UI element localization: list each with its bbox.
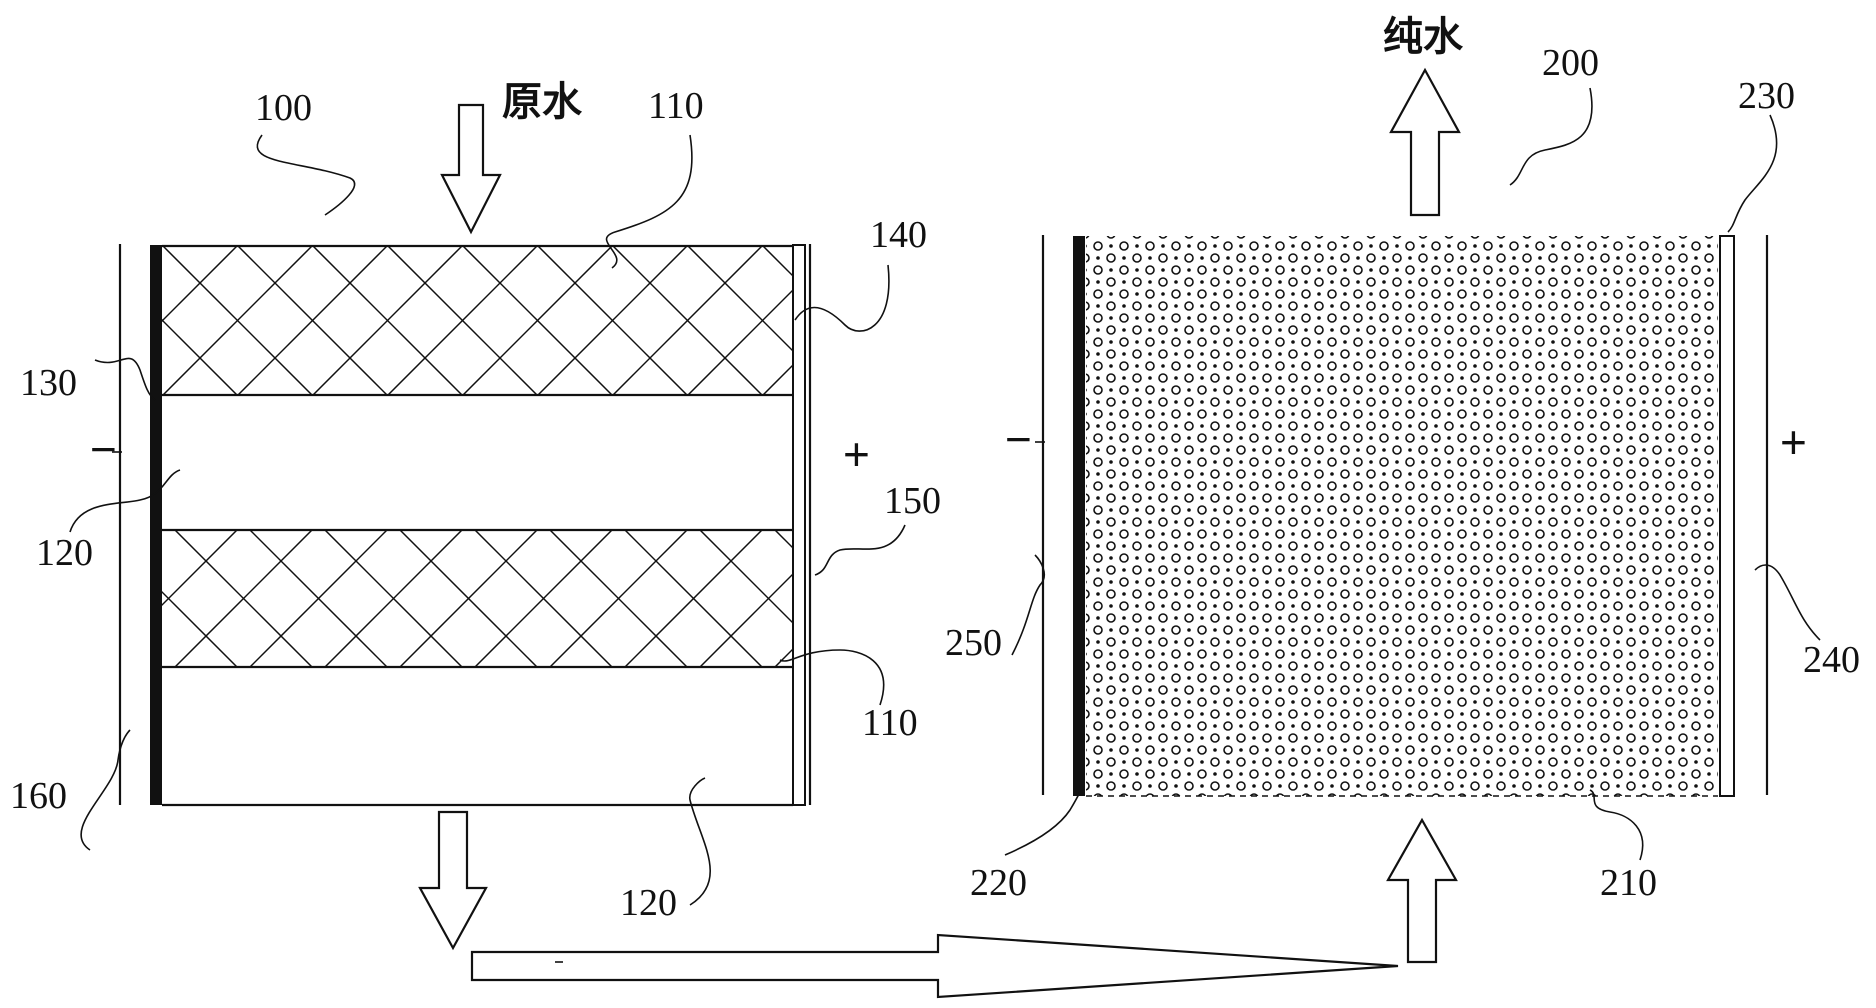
leader-110-mid xyxy=(779,649,885,706)
hatch-line xyxy=(762,245,793,278)
hatch-line xyxy=(399,530,538,667)
hatch-line xyxy=(174,530,313,667)
hatch-line xyxy=(537,245,688,395)
hatch-line xyxy=(838,246,987,395)
right-anode-membrane xyxy=(1719,235,1735,797)
hatch-line xyxy=(462,245,613,395)
ref-120-bottom: 120 xyxy=(620,882,677,924)
packed-layer-middle xyxy=(160,530,793,667)
hatch-line xyxy=(838,246,987,395)
anode-membrane xyxy=(792,244,806,806)
pure-water-arrow-icon xyxy=(1389,67,1461,217)
ref-100: 100 xyxy=(255,87,312,129)
cathode-plate xyxy=(150,245,162,805)
neg-sign-right: − xyxy=(1005,413,1032,465)
hatch-line xyxy=(699,572,793,667)
inlet-arrow-icon xyxy=(440,103,502,235)
leader-120-bottom xyxy=(689,777,711,906)
leader-250 xyxy=(1011,554,1045,656)
outlet-label: 纯水 xyxy=(1383,14,1464,60)
transfer-arrow-icon xyxy=(470,933,1399,999)
leader-150 xyxy=(814,524,906,576)
pos-sign-right: + xyxy=(1780,416,1807,468)
right-unit: 纯水 200 230 250 240 220 210 − + xyxy=(945,14,1860,964)
ref-230: 230 xyxy=(1738,75,1795,117)
leader-230 xyxy=(1727,114,1778,233)
ref-220: 220 xyxy=(970,862,1027,904)
inlet-label: 原水 xyxy=(502,79,583,125)
leader-110-top xyxy=(605,134,693,269)
hatch-line xyxy=(324,530,463,667)
ion-exchange-bed xyxy=(1086,236,1718,796)
ref-150: 150 xyxy=(884,480,941,522)
leader-100 xyxy=(256,134,356,216)
hatch-line xyxy=(312,245,463,395)
leader-240 xyxy=(1754,564,1821,641)
ref-200: 200 xyxy=(1542,42,1599,84)
ref-240: 240 xyxy=(1803,639,1860,681)
bed-inlet-arrow-icon xyxy=(1386,817,1458,964)
neg-sign-left: − xyxy=(90,423,117,475)
leader-200 xyxy=(1509,87,1593,186)
hatch-line xyxy=(612,245,763,395)
hatch-line xyxy=(162,245,313,395)
leader-140 xyxy=(794,264,890,332)
leader-210 xyxy=(1589,789,1644,861)
hatch-line xyxy=(913,246,1062,395)
leader-120-left xyxy=(69,469,181,533)
hatch-line xyxy=(160,245,238,325)
hatch-line xyxy=(160,530,238,609)
hatch-line xyxy=(237,245,388,395)
ref-160: 160 xyxy=(10,775,67,817)
ref-140: 140 xyxy=(870,214,927,256)
ref-210: 210 xyxy=(1600,862,1657,904)
ref-250: 250 xyxy=(945,622,1002,664)
outlet-arrow-icon xyxy=(418,810,488,951)
left-unit: 原水 100 110 140 130 120 150 110 160 120 −… xyxy=(10,79,1062,951)
leader-220 xyxy=(1004,791,1081,856)
hatch-line xyxy=(474,530,613,667)
hatch-line xyxy=(387,245,538,395)
leader-130 xyxy=(94,357,156,401)
hatch-line xyxy=(549,530,688,667)
ref-110-top: 110 xyxy=(648,85,704,127)
pos-sign-left: + xyxy=(843,428,870,480)
ref-130: 130 xyxy=(20,362,77,404)
leader-160 xyxy=(80,729,131,851)
hatch-line xyxy=(913,246,1062,395)
packed-layer-top xyxy=(160,245,1062,395)
hatch-line xyxy=(762,363,793,395)
hatch-line xyxy=(249,530,388,667)
ref-120-left: 120 xyxy=(36,532,93,574)
hatch-line xyxy=(687,288,793,395)
right-cathode-plate xyxy=(1073,236,1085,796)
ref-110-mid: 110 xyxy=(862,702,918,744)
hatch-line xyxy=(624,530,763,667)
